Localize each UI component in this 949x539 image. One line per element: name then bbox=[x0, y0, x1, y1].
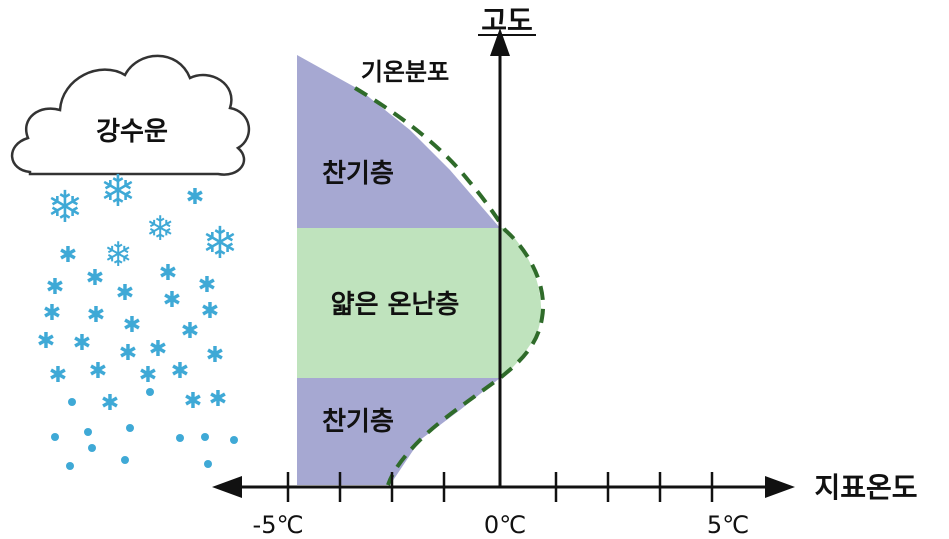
snowflake-icon: ✱ bbox=[186, 185, 204, 210]
snowflake-icon: ✱ bbox=[89, 359, 107, 384]
temperature-profile-label: 기온분포 bbox=[361, 58, 449, 86]
tick-label-5: 5℃ bbox=[707, 511, 749, 539]
snowflake-icon: ✱ bbox=[119, 341, 137, 366]
snowflake-icon: ✱ bbox=[206, 343, 224, 368]
snowflake-icon: ✱ bbox=[159, 261, 177, 286]
snowflake-icon: ✱ bbox=[201, 299, 219, 324]
cloud-shape bbox=[10, 54, 251, 176]
rain-dot bbox=[84, 428, 92, 436]
rain-dot bbox=[66, 462, 74, 470]
snowflake-icon: ✱ bbox=[46, 275, 64, 300]
rain-dot bbox=[176, 434, 184, 442]
tick-label-minus5: -5℃ bbox=[253, 511, 304, 539]
cold-layer-bottom-region bbox=[297, 378, 500, 485]
snowflakes-small: ✱ ✱ ✱ ✱ ✱ ✱ ✱ ✱ ✱ ✱ ✱ ✱ ✱ ✱ ✱ ✱ ✱ ✱ ✱ ✱ … bbox=[37, 185, 227, 416]
temperature-profile-curve bbox=[353, 86, 546, 486]
rain-dot bbox=[88, 444, 96, 452]
rain-dot bbox=[146, 388, 154, 396]
snowflake-icon: ✱ bbox=[149, 337, 167, 362]
snowflake-icon: ✱ bbox=[123, 313, 141, 338]
snowflake-icon: ✱ bbox=[209, 387, 227, 412]
snowflake-icon: ✱ bbox=[73, 331, 91, 356]
temperature-axis-arrow-right bbox=[765, 476, 795, 498]
rain-dot bbox=[204, 460, 212, 468]
temperature-axis-label: 지표온도 bbox=[814, 471, 917, 504]
snowflake-icon: ✱ bbox=[43, 301, 61, 326]
snowflake-icon: ✱ bbox=[181, 319, 199, 344]
cloud-label: 강수운 bbox=[96, 117, 168, 147]
rain-dot bbox=[68, 398, 76, 406]
snowflake-icon: ✱ bbox=[163, 288, 181, 313]
rain-dot bbox=[121, 456, 129, 464]
snowflake-icon: ✱ bbox=[184, 389, 202, 414]
altitude-axis-arrow bbox=[490, 28, 510, 56]
warm-layer-region bbox=[297, 228, 542, 378]
tick-marks bbox=[286, 472, 714, 502]
snowflake-icon: ✱ bbox=[171, 359, 189, 384]
cold-layer-bottom-label: 찬기층 bbox=[322, 407, 394, 437]
rain-dot bbox=[201, 433, 209, 441]
temperature-axis-arrow-left bbox=[212, 476, 242, 498]
snowflake-icon: ❄ bbox=[202, 218, 239, 269]
snowflake-icon: ✱ bbox=[49, 363, 67, 388]
rain-dot bbox=[126, 424, 134, 432]
tick-label-0: 0℃ bbox=[484, 511, 526, 539]
rain-dot bbox=[51, 433, 59, 441]
snowflake-icon: ✱ bbox=[59, 243, 77, 268]
snowflake-icon: ❄ bbox=[47, 182, 84, 233]
snowflake-icon: ❄ bbox=[104, 235, 133, 275]
snowflake-icon: ✱ bbox=[37, 329, 55, 354]
snowflake-icon: ✱ bbox=[198, 273, 216, 298]
snowflake-icon: ✱ bbox=[116, 281, 134, 306]
warm-layer-label: 얇은 온난층 bbox=[331, 290, 460, 320]
snowflake-icon: ✱ bbox=[101, 391, 119, 416]
snowflakes-large: ❄ ❄ ❄ ❄ ❄ bbox=[47, 166, 239, 275]
snowflake-icon: ✱ bbox=[86, 266, 104, 291]
snowflake-icon: ❄ bbox=[146, 209, 175, 249]
cold-layer-top-region bbox=[297, 55, 500, 228]
snowflake-icon: ❄ bbox=[100, 166, 137, 217]
snowflake-icon: ✱ bbox=[139, 363, 157, 388]
snowflake-icon: ✱ bbox=[87, 303, 105, 328]
rain-dots bbox=[51, 388, 238, 470]
cold-layer-top-label: 찬기층 bbox=[322, 159, 394, 189]
altitude-axis-label: 고도 bbox=[481, 4, 533, 37]
rain-dot bbox=[230, 436, 238, 444]
